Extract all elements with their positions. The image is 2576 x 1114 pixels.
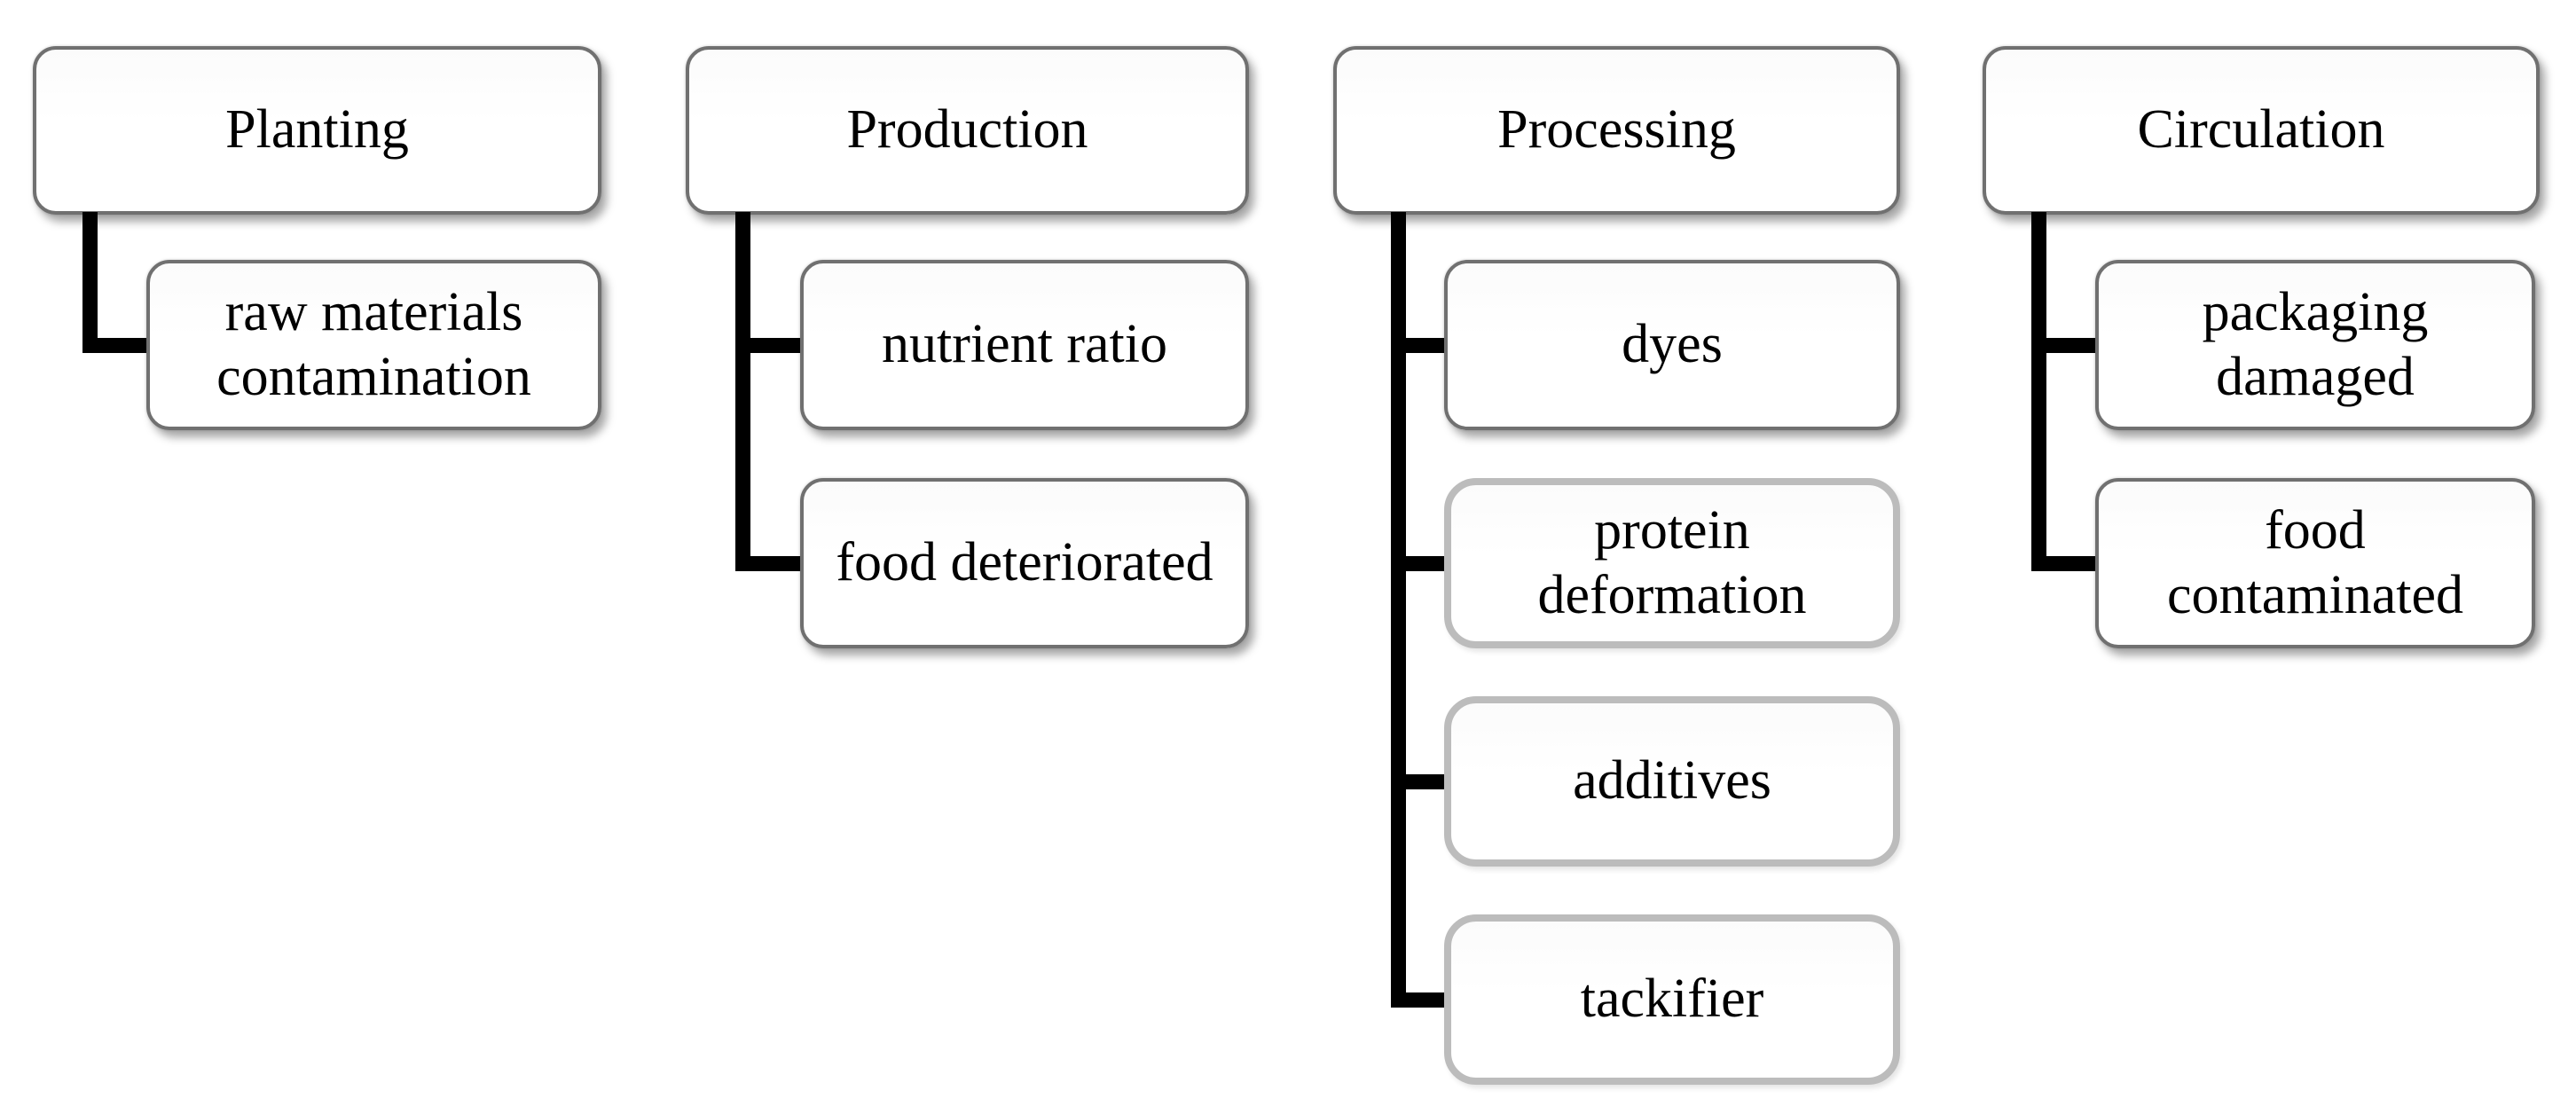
connector-branch-line: [1391, 992, 1449, 1008]
factor-label: tackifier: [1580, 969, 1764, 1030]
stage-label: Planting: [225, 99, 409, 161]
factor-label: protein deformation: [1537, 499, 1807, 625]
factor-box-food-deteriorated: food deteriorated: [800, 478, 1249, 648]
factor-label: additives: [1573, 750, 1771, 812]
factor-label: raw materials contamination: [216, 281, 531, 407]
connector-vertical-line: [82, 212, 98, 353]
factor-label: dyes: [1622, 314, 1723, 375]
factor-label: packaging damaged: [2202, 281, 2429, 407]
factor-box-protein-deformation: protein deformation: [1444, 478, 1900, 648]
factor-label: food deteriorated: [836, 532, 1213, 593]
stage-label: Circulation: [2137, 99, 2385, 161]
factor-box-food-contaminated: food contaminated: [2095, 478, 2535, 648]
connector-branch-line: [1391, 337, 1449, 353]
stage-label: Processing: [1497, 99, 1736, 161]
connector-vertical-line: [2031, 212, 2046, 571]
connector-branch-line: [735, 337, 805, 353]
factor-box-packaging-damaged: packaging damaged: [2095, 260, 2535, 430]
connector-branch-line: [1391, 773, 1449, 789]
connector-vertical-line: [1391, 212, 1406, 1008]
factor-box-tackifier: tackifier: [1444, 914, 1900, 1085]
stage-box-processing: Processing: [1333, 46, 1900, 215]
stage-label: Production: [846, 99, 1088, 161]
factor-box-dyes: dyes: [1444, 260, 1900, 430]
stage-box-planting: Planting: [33, 46, 601, 215]
stage-box-production: Production: [686, 46, 1249, 215]
factor-label: food contaminated: [2167, 499, 2463, 625]
connector-branch-line: [82, 337, 152, 353]
connector-branch-line: [2031, 337, 2101, 353]
connector-branch-line: [735, 555, 805, 571]
factor-label: nutrient ratio: [882, 314, 1167, 375]
factor-box-additives: additives: [1444, 696, 1900, 867]
factor-box-nutrient-ratio: nutrient ratio: [800, 260, 1249, 430]
stage-box-circulation: Circulation: [1983, 46, 2540, 215]
connector-vertical-line: [735, 212, 750, 571]
connector-branch-line: [1391, 555, 1449, 571]
connector-branch-line: [2031, 555, 2101, 571]
factor-box-raw-materials-contamination: raw materials contamination: [146, 260, 601, 430]
